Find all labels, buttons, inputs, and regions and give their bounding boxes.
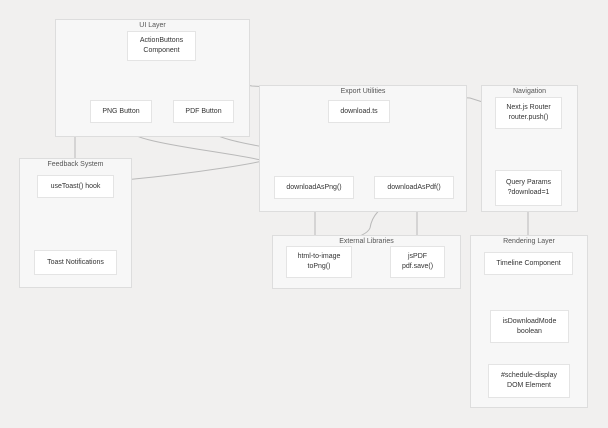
node-download-as-png: downloadAsPng() — [274, 176, 354, 199]
node-label-line: download.ts — [340, 107, 378, 115]
cluster-title-feedback-system: Feedback System — [47, 161, 104, 168]
node-label-line: downloadAsPng() — [286, 183, 342, 191]
node-pdf-button: PDF Button — [173, 100, 234, 123]
node-label-line: jsPDF — [407, 253, 428, 260]
node-label-line: Component — [143, 47, 180, 54]
node-label-line: html-to-image — [297, 253, 341, 260]
node-download-as-pdf: downloadAsPdf() — [374, 176, 454, 199]
node-label-line: #schedule-display — [500, 372, 558, 379]
node-label-line: Toast Notifications — [47, 258, 104, 266]
node-label-line: pdf.save() — [401, 263, 434, 270]
cluster-title-export-utilities: Export Utilities — [340, 88, 386, 95]
node-png-button: PNG Button — [90, 100, 152, 123]
node-nextjs-router: Next.js Router router.push() — [495, 97, 562, 129]
node-label-line: Next.js Router — [506, 104, 551, 111]
node-timeline-component: Timeline Component — [484, 252, 573, 275]
node-label-line: PNG Button — [102, 107, 140, 115]
node-label-line: Timeline Component — [496, 259, 561, 267]
cluster-title-ui-layer: UI Layer — [139, 22, 166, 29]
node-use-toast-hook: useToast() hook — [37, 175, 114, 198]
node-jspdf: jsPDF pdf.save() — [390, 246, 445, 278]
node-label-line: boolean — [517, 327, 542, 335]
node-label-line: PDF Button — [185, 107, 222, 115]
node-query-params: Query Params ?download=1 — [495, 170, 562, 206]
node-label-line: DOM Element — [507, 382, 551, 389]
node-label-line: router.push() — [508, 114, 549, 121]
cluster-title-rendering-layer: Rendering Layer — [503, 238, 555, 245]
cluster-title-navigation: Navigation — [512, 88, 547, 95]
node-download-ts: download.ts — [328, 100, 390, 123]
node-toast-notifications: Toast Notifications — [34, 250, 117, 275]
node-label-line: toPng() — [307, 263, 331, 270]
node-label-line: Query Params — [505, 179, 552, 186]
node-schedule-display: #schedule-display DOM Element — [488, 364, 570, 398]
node-label-line: downloadAsPdf() — [387, 183, 441, 191]
node-label-line: ActionButtons — [139, 37, 184, 44]
node-html-to-image: html-to-image toPng() — [286, 246, 352, 278]
node-label-line: isDownloadMode — [502, 317, 557, 325]
node-action-buttons: ActionButtons Component — [127, 31, 196, 61]
node-label-line: ?download=1 — [507, 189, 550, 196]
cluster-title-external-libraries: External Libraries — [339, 238, 394, 245]
node-label-line: useToast() hook — [50, 182, 101, 190]
node-is-download-mode: isDownloadMode boolean — [490, 310, 569, 343]
